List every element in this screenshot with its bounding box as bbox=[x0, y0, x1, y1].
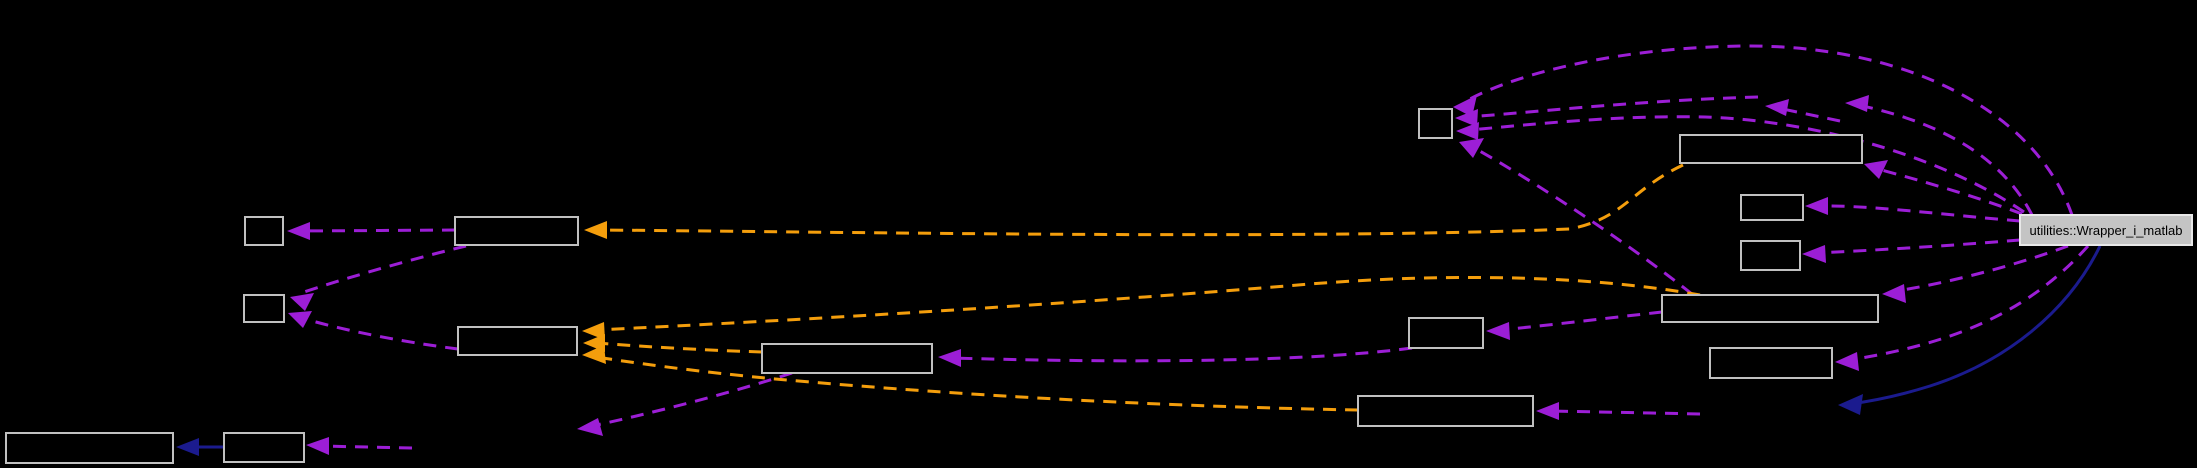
graph-node-right-wide-1[interactable] bbox=[1679, 134, 1863, 164]
arrowhead bbox=[1453, 95, 1477, 117]
edge-usage-main-rwide2 bbox=[1882, 244, 2069, 303]
edge-usage-hidden-rsmalltop bbox=[1455, 95, 1759, 127]
arrowhead bbox=[584, 221, 607, 239]
edge-usage-rwide2-rsmalltop bbox=[1459, 138, 1693, 296]
edge-usage-main-hiddentop bbox=[1845, 95, 2034, 216]
edge-usage-middle-hidden bbox=[577, 371, 793, 436]
edge-usage-hidden-rwide4 bbox=[1536, 402, 1701, 420]
edge-template-rwide4-lwidemid bbox=[582, 345, 1359, 412]
arrowhead bbox=[306, 437, 329, 455]
edge-usage-main-rwide1 bbox=[1864, 160, 2023, 216]
edge-usage-hiddentop2 bbox=[1765, 99, 1841, 123]
edge-usage-main-rbox3 bbox=[1835, 244, 2090, 371]
arrowhead bbox=[1845, 95, 1869, 112]
graph-node-right-small-top[interactable] bbox=[1418, 108, 1453, 139]
arrowhead bbox=[1459, 138, 1484, 158]
graph-node-right-box-3[interactable] bbox=[1709, 347, 1833, 379]
arrowhead bbox=[176, 438, 199, 456]
graph-node-right-small-3[interactable] bbox=[1408, 317, 1484, 349]
edge-usage-rwide2-rsmall3 bbox=[1486, 310, 1663, 340]
arrowhead bbox=[577, 418, 603, 436]
graph-node-right-small-1[interactable] bbox=[1740, 194, 1804, 221]
arrowhead bbox=[1536, 402, 1559, 420]
edge-usage-to-middle bbox=[938, 346, 1413, 367]
main-node-label: utilities::Wrapper_i_matlab bbox=[2030, 223, 2183, 238]
arrowhead bbox=[1805, 197, 1828, 215]
arrowhead bbox=[1835, 352, 1859, 371]
graph-node-left-wide-top[interactable] bbox=[454, 216, 579, 246]
edge-usage-lwidemid-lsmallmid bbox=[288, 311, 459, 351]
edge-usage-main-rsmall1 bbox=[1805, 197, 2021, 223]
graph-node-bottom-wide[interactable] bbox=[5, 432, 174, 464]
edge-usage-lwide-lsmalltop bbox=[287, 222, 456, 240]
arrowhead bbox=[1456, 122, 1479, 140]
arrowhead bbox=[1455, 109, 1478, 127]
edge-inheritance-main-base bbox=[1838, 245, 2102, 415]
edge-usage-main-rsmalltop2 bbox=[1456, 115, 2025, 214]
arrowhead bbox=[1486, 322, 1510, 340]
arrowhead bbox=[1802, 245, 1826, 263]
graph-node-main: utilities::Wrapper_i_matlab bbox=[2019, 214, 2193, 246]
graph-node-left-small-mid[interactable] bbox=[243, 294, 285, 323]
arrowhead bbox=[938, 349, 961, 367]
arrowhead bbox=[1765, 99, 1789, 116]
graph-node-right-wide-2[interactable] bbox=[1661, 294, 1879, 323]
graph-node-left-small-top[interactable] bbox=[244, 216, 284, 246]
graph-node-middle-wide[interactable] bbox=[761, 343, 933, 374]
edge-template-rwide1-lwide bbox=[584, 163, 1684, 239]
graph-node-right-wide-4[interactable] bbox=[1357, 395, 1534, 427]
arrowhead bbox=[582, 345, 606, 364]
edge-usage-arc-top bbox=[1453, 44, 2074, 216]
arrowhead bbox=[290, 293, 314, 311]
edge-usage-lwide-lsmallmid bbox=[290, 244, 467, 311]
edge-inheritance-bottom bbox=[176, 438, 224, 456]
graph-node-left-wide-mid[interactable] bbox=[457, 326, 578, 356]
arrowhead bbox=[1864, 160, 1888, 179]
arrowhead bbox=[288, 311, 312, 328]
arrowhead bbox=[582, 322, 605, 340]
edge-usage-hidden-bsmall bbox=[306, 437, 413, 455]
edge-template-middle-lwidemid bbox=[583, 334, 763, 354]
graph-node-right-small-2[interactable] bbox=[1740, 240, 1801, 271]
edge-usage-main-rsmall2 bbox=[1802, 238, 2021, 263]
arrowhead bbox=[287, 222, 310, 240]
edge-template-rwide2-lwidemid bbox=[582, 275, 1701, 340]
graph-node-bottom-small[interactable] bbox=[223, 432, 305, 463]
arrowhead bbox=[1882, 284, 1906, 303]
arrowhead bbox=[1838, 394, 1863, 415]
